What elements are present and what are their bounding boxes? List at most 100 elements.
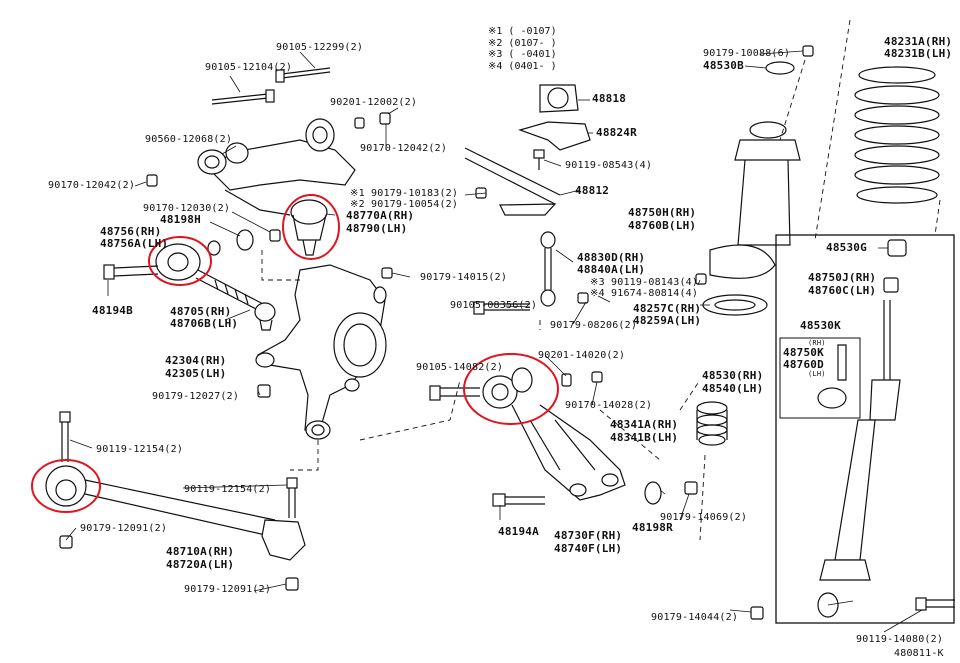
nut-48530G	[887, 239, 907, 257]
label-48198H: 48198H	[160, 213, 201, 226]
stabilizer-bar-48812	[464, 147, 561, 216]
nut-90179-12091-b	[285, 577, 299, 591]
bushing-48818	[539, 84, 579, 113]
figure-code: 480811-K	[894, 648, 944, 659]
label-48730F: 48730F(RH)	[554, 529, 623, 542]
upper-control-arm	[197, 118, 356, 216]
label-48720A: 48720A(LH)	[166, 558, 235, 571]
nut-90170-12042-a	[379, 112, 391, 125]
highlight-lower-arm-bushing	[463, 353, 559, 425]
label-rh-small: (RH)	[808, 339, 826, 347]
bolt-90105-12299	[275, 67, 331, 83]
48530K-subgroup-box	[779, 337, 861, 419]
label-48530B: 48530B	[703, 59, 744, 72]
label-48231A: 48231A(RH)	[884, 35, 953, 48]
label-48706B: 48706B(LH)	[170, 317, 239, 330]
highlight-ball-joint	[282, 194, 340, 260]
label-90201-14020: 90201-14020(2)	[538, 350, 626, 361]
bump-stop-48341A	[696, 401, 728, 446]
label-42305: 42305(LH)	[165, 367, 227, 380]
label-48341B: 48341B(LH)	[610, 431, 679, 444]
label-90179-12091-b: 90179-12091(2)	[184, 584, 272, 595]
highlight-marks	[31, 194, 559, 513]
bolt-48194A	[492, 493, 545, 507]
label-48710A: 48710A(RH)	[166, 545, 235, 558]
label-90179-08206: 90179-08206(2)	[550, 320, 638, 331]
ball-joint-48770A	[290, 199, 328, 256]
label-90179-10054: ※2 90179-10054(2)	[350, 199, 459, 210]
label-48257C: 48257C(RH)	[633, 302, 702, 315]
label-90170-12030: 90170-12030(2)	[143, 203, 231, 214]
legend-item-3: ※3 ( -0401)	[488, 49, 557, 60]
label-48818: 48818	[592, 92, 627, 105]
highlight-toe-link-bushing	[148, 236, 212, 286]
washer-90201-14020	[561, 373, 572, 387]
label-lh-small: (LH)	[808, 370, 826, 378]
nut-90179-14069	[684, 481, 698, 495]
label-90170-12042-b: 90170-12042(2)	[48, 180, 136, 191]
label-48530K: 48530K	[800, 319, 841, 332]
insulator-48257C	[702, 294, 768, 316]
stabilizer-link-48830D	[540, 231, 589, 307]
label-48830D: 48830D(RH)	[577, 251, 646, 264]
label-48760D: 48760D	[783, 358, 824, 371]
toe-link-48705	[155, 243, 276, 331]
label-48740F: 48740F(LH)	[554, 542, 623, 555]
label-48756A: 48756A(LH)	[100, 237, 169, 250]
lateral-arm-48710A	[45, 465, 306, 561]
label-48812: 48812	[575, 184, 610, 197]
highlight-lateral-arm-bushing	[31, 459, 101, 513]
label-90560-12068: 90560-12068(2)	[145, 134, 233, 145]
label-48530: 48530(RH)	[702, 369, 764, 382]
label-48750K: 48750K	[783, 346, 824, 359]
label-90119-12154-b: 90119-12154(2)	[184, 484, 272, 495]
bushing-48198H	[236, 229, 254, 251]
bolt-90119-08543	[533, 149, 545, 170]
label-90179-12091-a: 90179-12091(2)	[80, 523, 168, 534]
nut-90179-14044	[750, 606, 764, 620]
label-90179-14015: 90179-14015(2)	[420, 272, 508, 283]
label-90179-14069: 90179-14069(2)	[660, 512, 748, 523]
label-90105-08356: 90105-08356(2)	[450, 300, 538, 311]
legend-box: ※1 ( -0107) ※2 (0107- ) ※3 ( -0401) ※4 (…	[488, 26, 557, 72]
label-48790: 48790(LH)	[346, 222, 408, 235]
bolt-90119-12154-a	[59, 411, 71, 462]
washer-48530B	[765, 61, 795, 75]
shock-absorber-48530	[817, 300, 901, 618]
label-90179-10183: ※1 90179-10183(2)	[350, 188, 459, 199]
label-90179-12027: 90179-12027(2)	[152, 391, 240, 402]
label-90119-14080: 90119-14080(2)	[856, 634, 944, 645]
label-48341A: 48341A(RH)	[610, 418, 679, 431]
label-90105-12104: 90105-12104(2)	[205, 62, 293, 73]
label-48760C: 48760C(LH)	[808, 284, 877, 297]
legend-item-2: ※2 (0107- )	[488, 37, 557, 49]
bolt-90105-08356	[473, 301, 530, 315]
label-90201-12002: 90201-12002(2)	[330, 97, 418, 108]
steering-knuckle	[255, 264, 387, 440]
label-48750H: 48750H(RH)	[628, 206, 697, 219]
label-48231B: 48231B(LH)	[884, 47, 953, 60]
label-90105-12299: 90105-12299(2)	[276, 42, 364, 53]
label-48705: 48705(RH)	[170, 305, 232, 318]
bolt-90105-14082	[429, 385, 480, 401]
label-48756: 48756(RH)	[100, 225, 162, 238]
label-90119-12154-a: 90119-12154(2)	[96, 444, 184, 455]
label-48540: 48540(LH)	[702, 382, 764, 395]
nut-48750J	[883, 277, 899, 293]
nut-90170-12042-b	[146, 174, 158, 187]
label-48194B: 48194B	[92, 304, 133, 317]
label-42304: 42304(RH)	[165, 354, 227, 367]
label-90105-14082: 90105-14082(2)	[416, 362, 504, 373]
label-48259A: 48259A(LH)	[633, 314, 702, 327]
label-48770A: 48770A(RH)	[346, 209, 415, 222]
nut-90119-08143	[695, 273, 707, 285]
label-90170-12042-a: 90170-12042(2)	[360, 143, 448, 154]
cover-48760D	[817, 387, 847, 409]
nut-90179-10088	[802, 45, 814, 57]
shock-absorber-group-box	[775, 234, 955, 624]
legend-item-1: ※1 ( -0107)	[488, 26, 557, 37]
nut-90170-14028	[591, 371, 603, 383]
label-48198R: 48198R	[632, 521, 673, 534]
